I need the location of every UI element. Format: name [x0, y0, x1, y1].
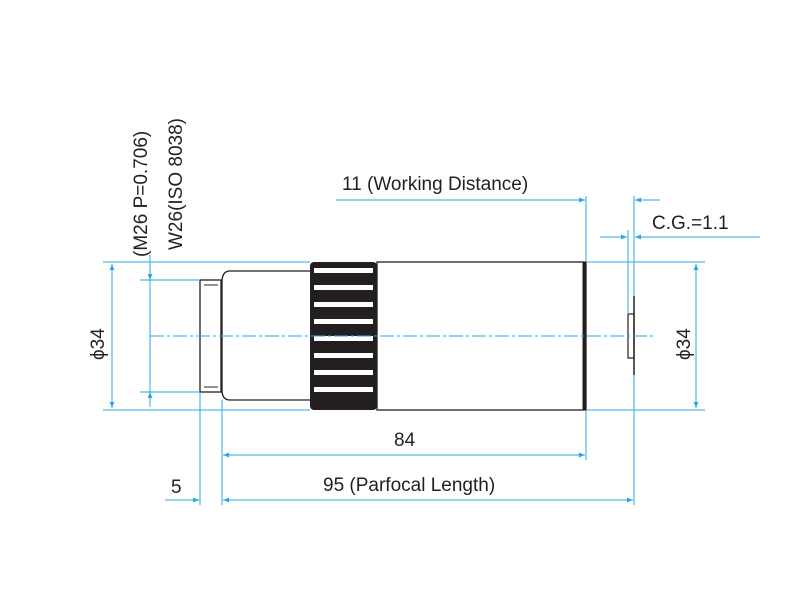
parfocal-length-label: 95 (Parfocal Length): [323, 475, 495, 496]
thread-spec-label: (M26 P=0.706): [131, 131, 152, 257]
right-diameter-label: ϕ34: [674, 328, 695, 360]
thread-length-label: 5: [171, 477, 182, 498]
working-distance-label: 11 (Working Distance): [342, 174, 528, 195]
cover-glass-label: C.G.=1.1: [652, 213, 729, 234]
thread-standard-label: W26(ISO 8038): [166, 118, 187, 250]
right-diameter-dimension: [586, 261, 705, 411]
left-diameter-dimension: [103, 261, 310, 411]
length-dimensions: [165, 375, 635, 505]
cover-glass-dimension: [600, 230, 760, 314]
left-diameter-label: ϕ34: [88, 328, 109, 360]
body-length-label: 84: [394, 430, 416, 451]
working-distance-dimension: [336, 196, 660, 296]
